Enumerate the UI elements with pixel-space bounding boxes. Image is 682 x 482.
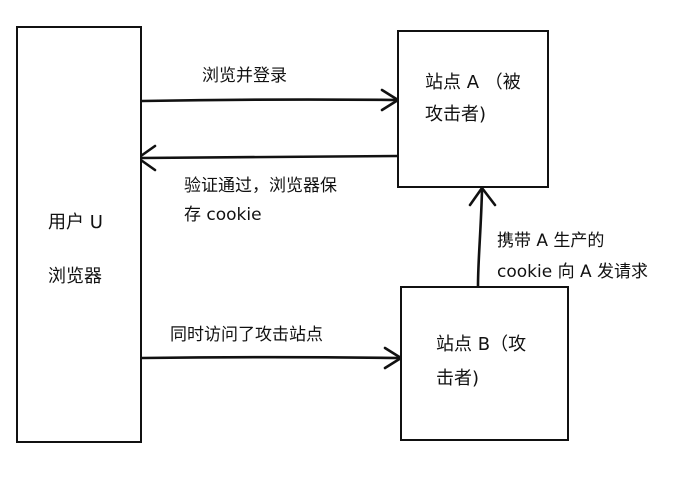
site-a-label-line2: 攻击者) xyxy=(425,104,487,125)
site-a-label-line1: 站点 A （被 xyxy=(425,72,521,93)
arrow-login xyxy=(140,88,400,112)
site-b-box: 站点 B（攻 击者) xyxy=(400,286,569,441)
user-browser-box: 用户 U 浏览器 xyxy=(16,26,142,443)
site-b-label-line2: 击者) xyxy=(436,368,480,389)
user-browser-label-line1: 用户 U xyxy=(48,212,103,233)
edge-verify-label-line1: 验证通过，浏览器保 xyxy=(184,176,337,196)
edge-forge-request-label-line1: 携带 A 生产的 xyxy=(497,231,605,251)
site-b-label-line1: 站点 B（攻 xyxy=(436,334,527,355)
arrow-forge-request xyxy=(468,186,497,288)
edge-verify-label-line2: 存 cookie xyxy=(184,205,262,225)
arrow-verify xyxy=(136,144,400,172)
edge-forge-request-label-line2: cookie 向 A 发请求 xyxy=(497,262,649,282)
site-a-box: 站点 A （被 攻击者) xyxy=(397,30,549,188)
edge-login-label: 浏览并登录 xyxy=(202,66,287,86)
user-browser-label-line2: 浏览器 xyxy=(48,266,102,287)
arrow-visit-b xyxy=(140,346,403,370)
edge-visit-b-label: 同时访问了攻击站点 xyxy=(170,325,323,345)
